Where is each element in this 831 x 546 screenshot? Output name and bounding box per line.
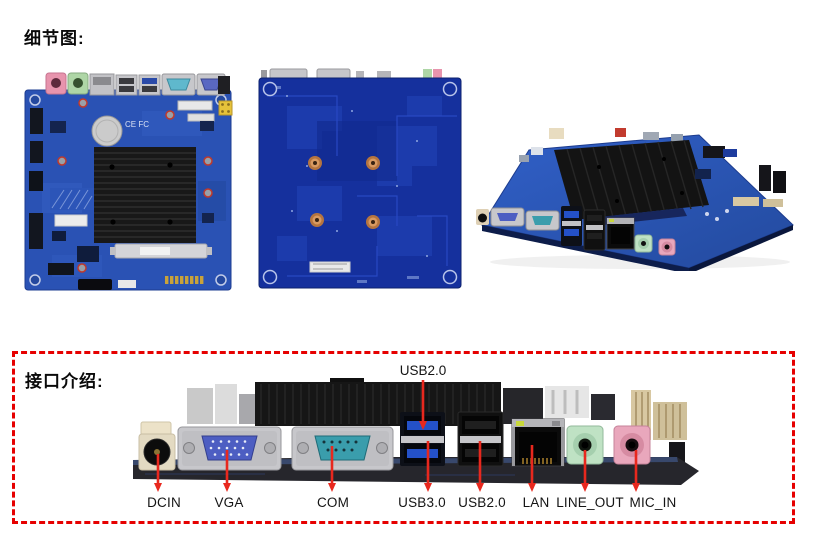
section-title-interfaces: 接口介绍: — [25, 372, 104, 391]
board-angled-photo — [476, 128, 794, 271]
front-capacitors — [57, 98, 213, 273]
lan-port — [511, 418, 565, 467]
front-pin-headers — [29, 108, 136, 290]
front-audio-jacks — [45, 72, 89, 95]
line-out-jack — [566, 425, 604, 465]
dc-jack — [138, 421, 176, 471]
rear-bg-components — [187, 384, 687, 464]
front-power-connector — [218, 100, 233, 116]
io-label-usb20-top: USB2.0 — [399, 363, 447, 378]
io-label-dcin: DCIN — [147, 495, 181, 510]
front-sodimm-slot — [110, 243, 212, 259]
front-usb-stacks — [115, 74, 161, 96]
front-sticker — [54, 214, 88, 227]
front-vga-port — [161, 73, 196, 96]
back-solder-pins — [261, 68, 442, 80]
front-edge-pads — [165, 276, 204, 284]
io-label-usb30: USB3.0 — [398, 495, 446, 510]
io-label-usb20: USB2.0 — [458, 495, 506, 510]
com-port — [291, 426, 394, 471]
front-heatsink — [94, 147, 196, 243]
angled-heatsink — [554, 139, 709, 220]
io-label-micin: MIC_IN — [629, 495, 677, 510]
io-label-vga: VGA — [214, 495, 244, 510]
back-mount-standoffs — [308, 156, 380, 229]
back-pcb — [258, 77, 462, 289]
board-back-photo — [258, 68, 462, 289]
front-cert-marks: CE FC — [125, 120, 149, 129]
front-msata-slot — [50, 188, 94, 210]
mic-in-jack — [613, 425, 651, 465]
back-corner-holes — [262, 81, 458, 285]
usb2-ports — [457, 411, 504, 467]
vga-port — [177, 426, 282, 471]
front-lan-port — [89, 73, 115, 96]
front-ics — [50, 121, 214, 262]
io-label-lineout: LINE_OUT — [556, 495, 624, 510]
back-barcode-sticker — [309, 261, 351, 273]
board-front-photo: CE FC — [24, 72, 233, 291]
front-battery — [91, 115, 123, 147]
section-title-details: 细节图: — [24, 29, 85, 48]
io-label-lan: LAN — [522, 495, 550, 510]
interface-box: 接口介绍: — [12, 351, 795, 524]
io-label-com: COM — [316, 495, 350, 510]
front-dsub-port — [196, 73, 230, 96]
angled-rear-components — [519, 128, 786, 207]
angled-io-ports — [476, 206, 676, 256]
rear-io-photo — [133, 378, 699, 492]
annotation-arrows — [154, 380, 640, 492]
